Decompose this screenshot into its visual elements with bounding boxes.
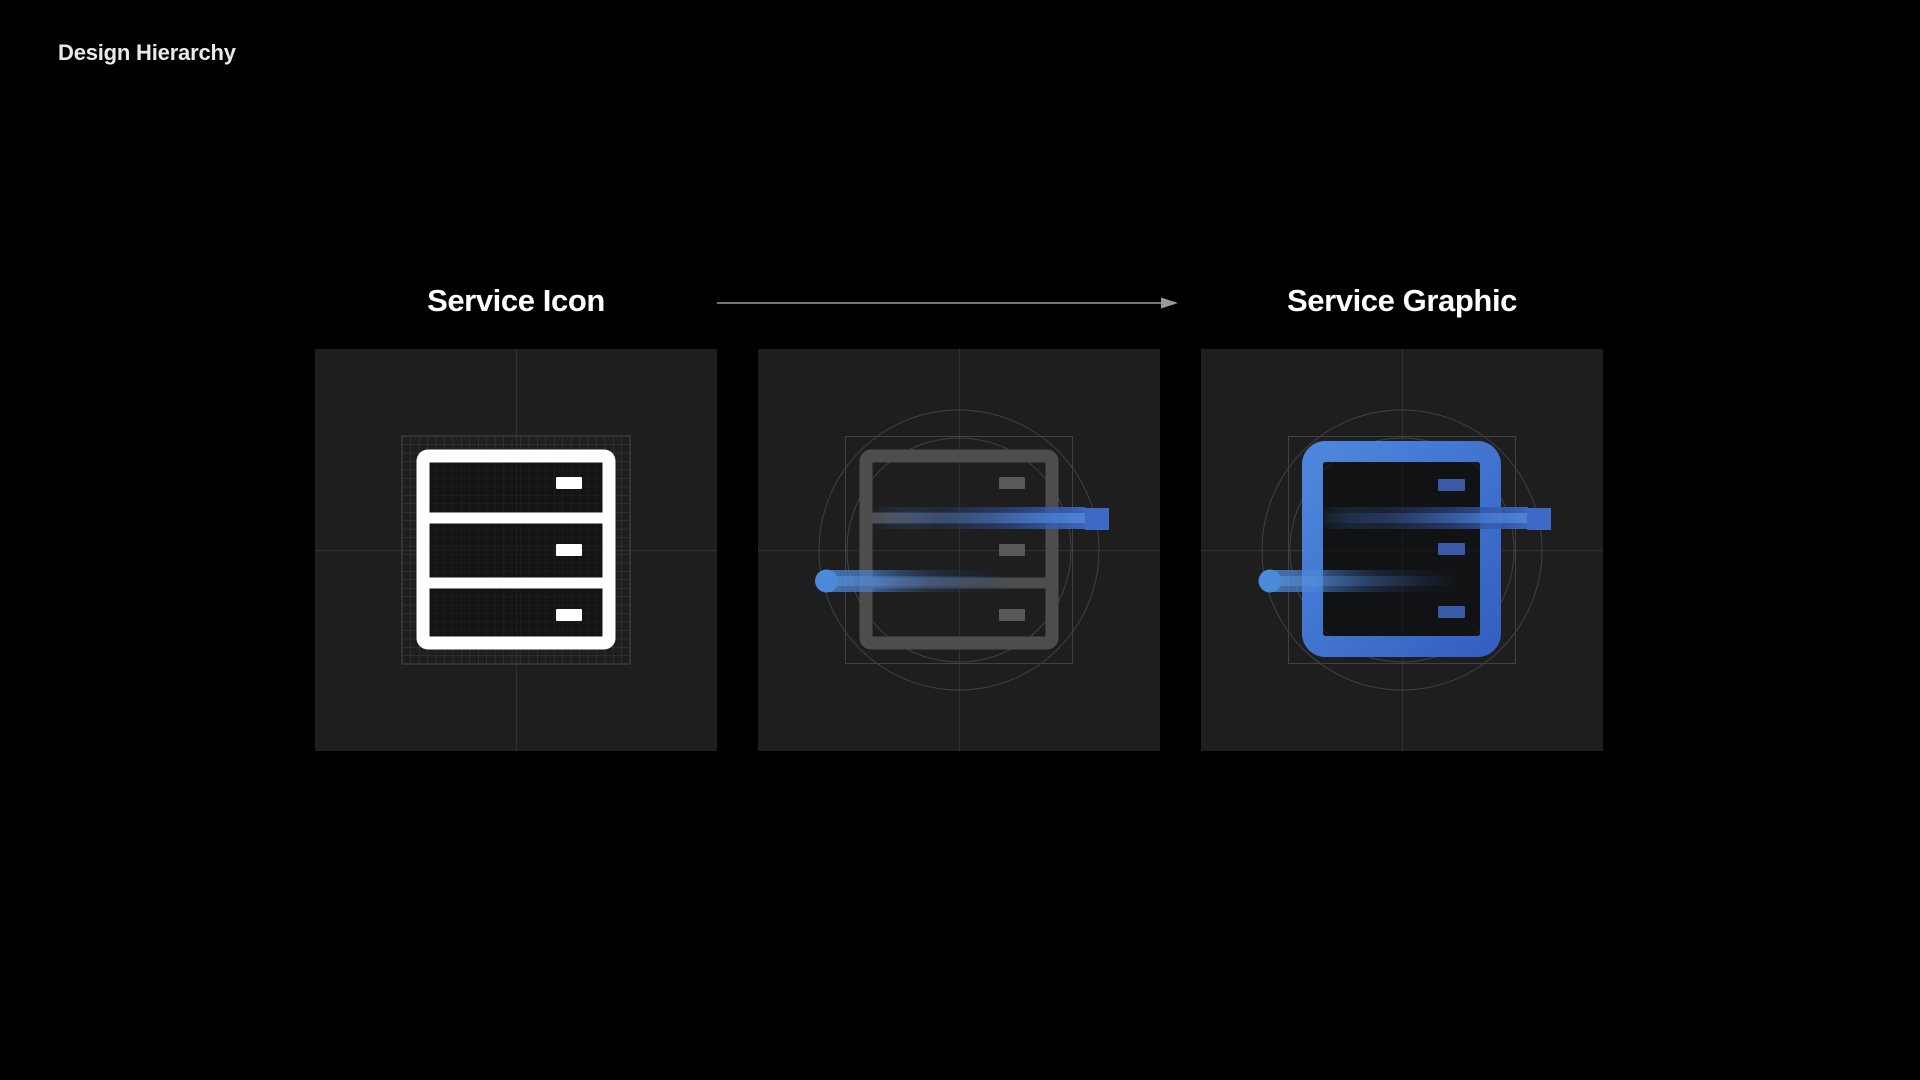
server-outline — [416, 449, 616, 650]
server-slot-dash — [999, 544, 1025, 556]
server-divider — [429, 577, 603, 589]
flow-bar-top-core — [1315, 513, 1528, 523]
server-slot-dash — [556, 609, 582, 621]
server-outline — [1302, 441, 1501, 657]
stage-label-service-icon: Service Icon — [427, 283, 605, 318]
service-graphic-artboard — [1201, 349, 1603, 751]
flow-arrow-icon — [717, 297, 1178, 309]
stage-label-service-graphic: Service Graphic — [1286, 283, 1518, 318]
keyline-circle-outer — [1261, 409, 1543, 691]
server-slot-dash — [999, 609, 1025, 621]
server-slot-dash — [999, 477, 1025, 489]
flow-bar-bottom-core — [1269, 576, 1459, 586]
flow-bar-bottom-core — [826, 576, 1016, 586]
keyline-square — [845, 436, 1073, 664]
keyline-square — [1288, 436, 1516, 664]
server-slot-dash — [1438, 479, 1465, 491]
flow-bar-top-core — [872, 513, 1085, 523]
flow-terminal-square — [1527, 508, 1551, 530]
server-slot-dash — [556, 477, 582, 489]
construction-artboard — [758, 349, 1160, 751]
flow-terminal-square — [1085, 508, 1109, 530]
flow-terminal-circle — [815, 569, 838, 593]
keyline-circle-inner — [846, 437, 1072, 663]
server-slot-dash — [556, 544, 582, 556]
server-divider — [429, 512, 603, 524]
page-title: Design Hierarchy — [58, 40, 236, 65]
keyline-circle-outer — [818, 409, 1100, 691]
server-stack-icon-white — [416, 449, 616, 650]
server-stack-icon-blue — [1302, 441, 1501, 657]
panel-service-graphic — [1201, 349, 1603, 751]
panel-service-icon — [315, 349, 717, 751]
service-icon-artboard — [315, 349, 717, 751]
server-slot-dash — [1438, 543, 1465, 555]
server-slot-dash — [1438, 606, 1465, 618]
flow-terminal-circle — [1258, 569, 1282, 593]
arrow-head — [1161, 297, 1178, 309]
keyline-circle-inner — [1289, 437, 1515, 663]
panel-construction — [758, 349, 1160, 751]
server-outline — [859, 449, 1059, 650]
